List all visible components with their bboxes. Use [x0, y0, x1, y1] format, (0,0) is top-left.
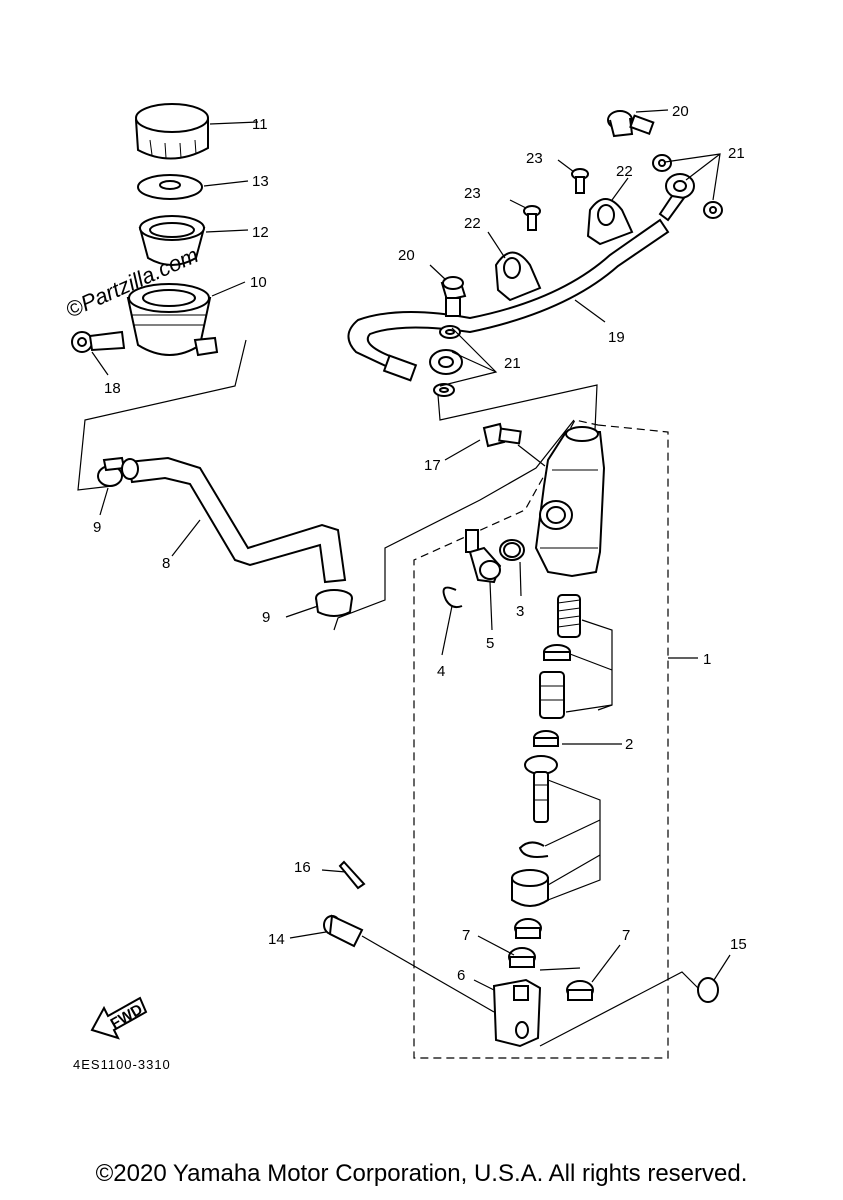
callout-22-left: 22: [464, 215, 481, 232]
reservoir-diaphragm[interactable]: [138, 215, 206, 266]
copper-washer-upper-a[interactable]: [652, 154, 672, 172]
rod-circlip[interactable]: [518, 841, 549, 858]
brake-hose[interactable]: [347, 218, 670, 382]
callout-22-right: 22: [616, 163, 633, 180]
callout-6: 6: [457, 967, 465, 984]
push-rod[interactable]: [524, 755, 558, 823]
cup-seal[interactable]: [543, 644, 571, 661]
reservoir-hose[interactable]: [126, 456, 347, 584]
forward-arrow-icon: [90, 996, 148, 1040]
callout-21-upper: 21: [728, 145, 745, 162]
callout-5: 5: [486, 635, 494, 652]
callout-9-lower: 9: [262, 609, 270, 626]
piston-spring[interactable]: [557, 594, 581, 638]
callout-20-upper: 20: [672, 103, 689, 120]
callout-17: 17: [424, 457, 441, 474]
copper-washer-upper-b[interactable]: [703, 201, 723, 219]
hose-joint[interactable]: [465, 529, 502, 584]
callout-16: 16: [294, 859, 311, 876]
holder-screw-left[interactable]: [523, 205, 541, 231]
callout-12: 12: [252, 224, 269, 241]
lock-nut-upper[interactable]: [514, 918, 542, 939]
callout-19: 19: [608, 329, 625, 346]
callout-7-right: 7: [622, 927, 630, 944]
callout-20-lower: 20: [398, 247, 415, 264]
holder-screw-right[interactable]: [571, 168, 589, 194]
hose-clamp-upper[interactable]: [97, 456, 139, 487]
callout-11: 11: [252, 116, 268, 133]
clevis-joint[interactable]: [492, 978, 542, 1048]
callout-8: 8: [162, 555, 170, 572]
callout-23-right: 23: [526, 150, 543, 167]
piston[interactable]: [539, 671, 565, 719]
o-ring[interactable]: [499, 539, 525, 561]
master-cylinder-body[interactable]: [534, 426, 606, 578]
callout-18: 18: [104, 380, 121, 397]
dust-boot[interactable]: [511, 869, 549, 907]
washer[interactable]: [697, 977, 719, 1003]
callout-15: 15: [730, 936, 747, 953]
lock-nut-middle[interactable]: [508, 947, 536, 968]
callout-2: 2: [625, 736, 633, 753]
callout-9-upper: 9: [93, 519, 101, 536]
hose-holder-right[interactable]: [586, 198, 634, 246]
callout-7-left: 7: [462, 927, 470, 944]
callout-3: 3: [516, 603, 524, 620]
lock-nut-right[interactable]: [566, 980, 594, 1001]
callout-21-lower: 21: [504, 355, 521, 372]
banjo-fitting-lower[interactable]: [429, 349, 463, 375]
clevis-pin[interactable]: [323, 914, 364, 948]
diagram-code: 4ES1100-3310: [73, 1057, 171, 1072]
copper-washer-lower-a[interactable]: [439, 325, 461, 339]
copyright-notice: ©2020 Yamaha Motor Corporation, U.S.A. A…: [95, 1160, 748, 1187]
hose-holder-left[interactable]: [494, 251, 542, 302]
reservoir-tank[interactable]: [126, 283, 219, 357]
reservoir-diaphragm-plate[interactable]: [137, 174, 203, 200]
reservoir-fitting[interactable]: [71, 330, 126, 353]
cotter-pin[interactable]: [338, 860, 366, 890]
callout-4: 4: [437, 663, 445, 680]
banjo-fitting-upper[interactable]: [658, 173, 695, 222]
union-bolt-lower[interactable]: [440, 276, 467, 317]
circlip-joint[interactable]: [442, 586, 463, 609]
callout-13: 13: [252, 173, 269, 190]
secondary-cup[interactable]: [533, 730, 559, 747]
callout-23-left: 23: [464, 185, 481, 202]
reservoir-cap[interactable]: [134, 103, 209, 160]
hose-clamp-lower[interactable]: [315, 589, 353, 617]
copper-washer-lower-b[interactable]: [433, 383, 455, 397]
callout-14: 14: [268, 931, 285, 948]
callout-1: 1: [703, 651, 711, 668]
mounting-bolt[interactable]: [482, 422, 522, 448]
callout-10: 10: [250, 274, 267, 291]
union-bolt-upper[interactable]: [607, 110, 655, 138]
